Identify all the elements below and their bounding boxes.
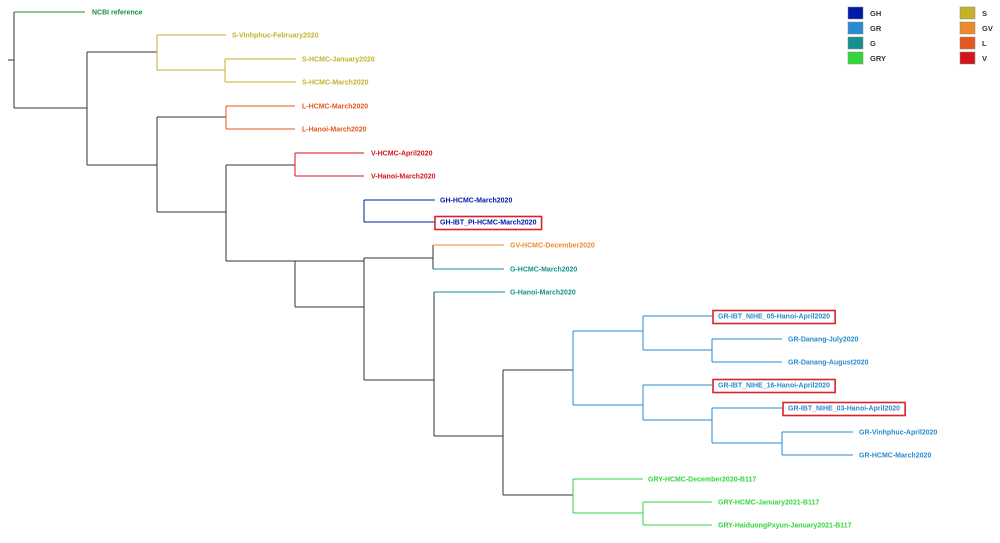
leaf-label: S-HCMC-March2020 [302, 80, 369, 87]
tree-leaves: NCBI referenceS-Vinhphuc-February2020S-H… [92, 10, 938, 530]
leaf-label: GV-HCMC-December2020 [510, 243, 595, 250]
legend-swatch [847, 36, 864, 50]
highlight-box [782, 401, 906, 417]
leaf-label: NCBI reference [92, 10, 143, 17]
leaf-label: G-HCMC-March2020 [510, 267, 577, 274]
leaf-label: GRY-HCMC-December2020-B117 [648, 477, 756, 484]
legend-label: GH [870, 9, 881, 18]
leaf-label: GR-IBT_NIHE_16-Hanoi-April2020 [718, 383, 830, 390]
legend-label: L [982, 39, 987, 48]
highlight-box [712, 309, 836, 325]
leaf-label: GR-IBT_NIHE_05-Hanoi-April2020 [718, 314, 830, 321]
legend-label: GV [982, 24, 993, 33]
leaf-label: V-HCMC-April2020 [371, 151, 433, 158]
leaf-label: S-HCMC-January2020 [302, 57, 375, 64]
clade-legend: GH GR G GRY S GV LV [847, 6, 993, 65]
legend-label: GRY [870, 54, 886, 63]
legend-swatch [847, 6, 864, 20]
leaf-label: GR-Danang-July2020 [788, 337, 859, 344]
leaf-label: L-HCMC-March2020 [302, 104, 368, 111]
leaf-label: L-Hanoi-March2020 [302, 127, 367, 134]
legend-swatch [959, 6, 976, 20]
leaf-label: S-Vinhphuc-February2020 [232, 33, 319, 40]
legend-swatch [959, 36, 976, 50]
leaf-label: V-Hanoi-March2020 [371, 174, 436, 181]
legend-swatch [959, 51, 976, 65]
legend-label: GR [870, 24, 882, 33]
leaf-label: GH-IBT_PI-HCMC-March2020 [440, 220, 537, 227]
highlight-box [712, 378, 836, 394]
legend-swatch [847, 51, 864, 65]
legend-label: G [870, 39, 876, 48]
leaf-label: GR-Danang-August2020 [788, 360, 869, 367]
leaf-label: G-Hanoi-March2020 [510, 290, 576, 297]
legend-label: V [982, 54, 987, 63]
leaf-label: GR-HCMC-March2020 [859, 453, 931, 460]
tree-branches [8, 11, 853, 526]
leaf-label: GRY-HCMC-January2021-B117 [718, 500, 819, 507]
legend-label: S [982, 9, 987, 18]
leaf-label: GR-IBT_NIHE_03-Hanoi-April2020 [788, 406, 900, 413]
legend-swatch [847, 21, 864, 35]
legend-swatch [959, 21, 976, 35]
highlight-box [434, 215, 543, 231]
leaf-label: GH-HCMC-March2020 [440, 198, 512, 205]
leaf-label: GRY-HaiduongPxyun-January2021-B117 [718, 523, 852, 530]
leaf-label: GR-Vinhphuc-April2020 [859, 430, 938, 437]
